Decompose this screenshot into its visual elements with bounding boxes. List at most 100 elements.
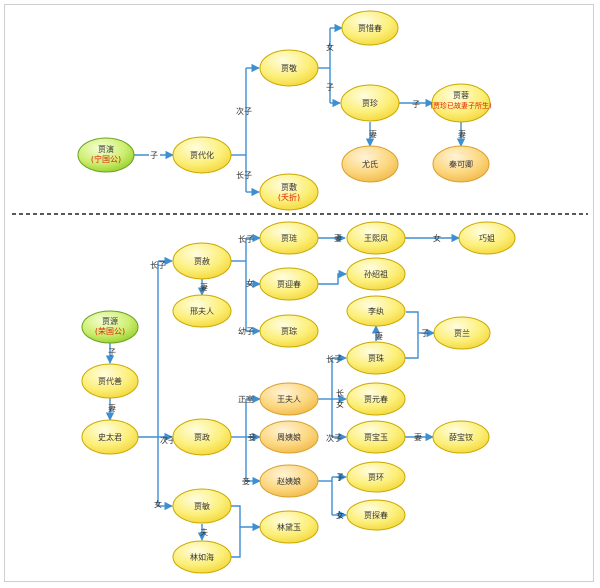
svg-text:(贾珍已故妻子所生): (贾珍已故妻子所生)	[430, 101, 492, 110]
label-qi-baochai: 妻	[414, 432, 422, 442]
svg-text:(荣国公): (荣国公)	[95, 326, 125, 336]
edges-bottom	[105, 233, 460, 558]
svg-text:贾赦: 贾赦	[194, 256, 210, 266]
diagram-frame	[4, 4, 594, 582]
node-jiafu: 贾敷 (夭折)	[259, 173, 319, 211]
label-qi-qinkeqing: 妻	[458, 129, 466, 139]
svg-text:贾宝玉: 贾宝玉	[364, 432, 388, 442]
node-shitaijun: 史太君	[81, 419, 139, 455]
label-zi-jiahuan: 子	[336, 473, 344, 482]
node-yuanchun: 贾元春	[346, 382, 406, 416]
node-jiazheng: 贾政	[172, 418, 232, 456]
node-jiajing: 贾敬	[259, 49, 319, 87]
node-youshi: 尤氏	[341, 145, 399, 183]
node-jiazhen: 贾珍	[340, 84, 400, 122]
node-jiadaihua: 贾代化	[172, 136, 232, 174]
svg-text:贾敏: 贾敏	[194, 501, 210, 511]
label-qie-zhouyiniang: 妾	[248, 432, 256, 442]
svg-text:王熙凤: 王熙凤	[364, 234, 388, 243]
nodes-bottom: 贾源 (荣国公) 贾代善 史太君 贾赦 邢夫人 贾琏 贾迎春 贾琮	[81, 221, 516, 574]
label-changzi-jiafu: 长子	[236, 170, 252, 180]
node-baochai: 薛宝钗	[432, 420, 490, 454]
svg-text:贾惜春: 贾惜春	[358, 23, 382, 33]
label-qie-zhaoyiniang: 妾	[242, 476, 250, 486]
svg-text:王夫人: 王夫人	[277, 394, 301, 404]
edge-parents-jialan	[405, 311, 419, 359]
node-jiarong: 贾蓉 (贾珍已故妻子所生)	[430, 83, 492, 123]
svg-text:史太君: 史太君	[98, 432, 122, 442]
label-ciz-jiazheng: 次子	[160, 435, 176, 445]
label-nv-jiamin: 女	[154, 499, 162, 509]
nodes-top: 贾演 (宁国公) 贾代化 贾敬 贾敷 (夭折) 贾惜春 贾珍 贾蓉 (贾珍已故妻…	[77, 10, 492, 211]
svg-text:孙绍祖: 孙绍祖	[364, 269, 388, 279]
node-linruhai: 林如海	[172, 540, 232, 574]
svg-text:贾琮: 贾琮	[281, 326, 297, 336]
node-jialian: 贾琏	[259, 221, 319, 255]
svg-text:李纨: 李纨	[368, 306, 384, 316]
label-ciz-jiajing: 次子	[236, 106, 252, 116]
node-jiahuan: 贾环	[346, 461, 406, 493]
node-qinkeqing: 秦可卿	[432, 145, 490, 183]
edges-top	[134, 23, 466, 197]
svg-text:贾琏: 贾琏	[281, 233, 297, 243]
svg-text:秦可卿: 秦可卿	[449, 159, 473, 169]
label-nv-tanchun: 女	[336, 510, 344, 520]
edge-labels: 子 次子 长子 女 子 子 妻 妻 子 妻 长子 次子 女 妻 长子 女 幼子 …	[108, 42, 466, 537]
svg-text:林如海: 林如海	[190, 552, 214, 562]
svg-text:贾探春: 贾探春	[364, 510, 388, 520]
svg-text:贾迎春: 贾迎春	[277, 279, 301, 289]
svg-text:邢夫人: 邢夫人	[190, 306, 214, 316]
svg-text:贾演: 贾演	[98, 144, 114, 154]
label-nv-qiaojie: 女	[433, 233, 441, 243]
svg-text:(夭折): (夭折)	[278, 192, 300, 202]
label-jiayan-zi: 子	[150, 151, 158, 160]
label-changzi-jiashe: 长子	[150, 260, 166, 270]
node-jialan: 贾兰	[433, 316, 491, 350]
svg-text:贾珠: 贾珠	[368, 353, 384, 363]
label-zhengshi-wangfuren: 正室	[238, 394, 254, 404]
svg-text:林黛玉: 林黛玉	[277, 522, 301, 532]
node-jiadaishan: 贾代善	[81, 363, 139, 399]
label-qi-shitaijun: 妻	[108, 403, 116, 413]
label-nv-xichun: 女	[326, 42, 334, 52]
node-xingfuren: 邢夫人	[172, 294, 232, 328]
node-wangfuren: 王夫人	[259, 382, 319, 416]
label-zi-jiarong: 子	[412, 100, 420, 109]
svg-text:贾蓉: 贾蓉	[453, 90, 469, 100]
svg-text:尤氏: 尤氏	[362, 159, 378, 169]
svg-text:贾敷: 贾敷	[281, 182, 297, 192]
label-qi-wangxifeng: 妻	[334, 233, 342, 243]
svg-text:周姨娘: 周姨娘	[277, 432, 301, 442]
node-jiayan: 贾演 (宁国公)	[77, 137, 135, 173]
label-nv-yingchun: 女	[246, 278, 254, 288]
node-jiacong: 贾琮	[259, 314, 319, 348]
node-xichun: 贾惜春	[341, 10, 399, 46]
label-qi-liwan: 妻	[375, 331, 383, 341]
node-wangxifeng: 王熙凤	[346, 221, 406, 255]
label-chang: 长	[336, 388, 344, 398]
svg-text:贾代善: 贾代善	[98, 376, 122, 386]
label-qi-youshi: 妻	[369, 129, 377, 139]
node-zhouyiniang: 周姨娘	[259, 420, 319, 454]
svg-text:贾元春: 贾元春	[364, 394, 388, 404]
node-sunshaozu: 孙绍祖	[346, 257, 406, 291]
node-qiaojie: 巧姐	[458, 221, 516, 255]
node-liwan: 李纨	[346, 295, 406, 327]
svg-text:巧姐: 巧姐	[479, 233, 495, 243]
node-yingchun: 贾迎春	[259, 267, 319, 301]
svg-text:贾珍: 贾珍	[362, 98, 378, 108]
svg-text:(宁国公): (宁国公)	[91, 154, 121, 164]
label-zi-jiadaishan: 子	[108, 348, 116, 357]
node-zhaoyiniang: 赵姨娘	[259, 464, 319, 498]
svg-text:贾兰: 贾兰	[454, 328, 470, 338]
edge-jiamin-daiyu	[231, 505, 261, 532]
label-changzi-jialian: 长子	[238, 234, 254, 244]
edge-linruhai-daiyu	[231, 527, 241, 558]
svg-text:贾代化: 贾代化	[190, 150, 214, 160]
node-jiayuan: 贾源 (荣国公)	[81, 310, 139, 344]
label-zi-jiazhen: 子	[326, 83, 334, 92]
label-nv-yuanchun: 女	[336, 399, 344, 409]
node-jiazhu: 贾珠	[346, 341, 406, 375]
node-jiashe: 贾赦	[172, 242, 232, 280]
